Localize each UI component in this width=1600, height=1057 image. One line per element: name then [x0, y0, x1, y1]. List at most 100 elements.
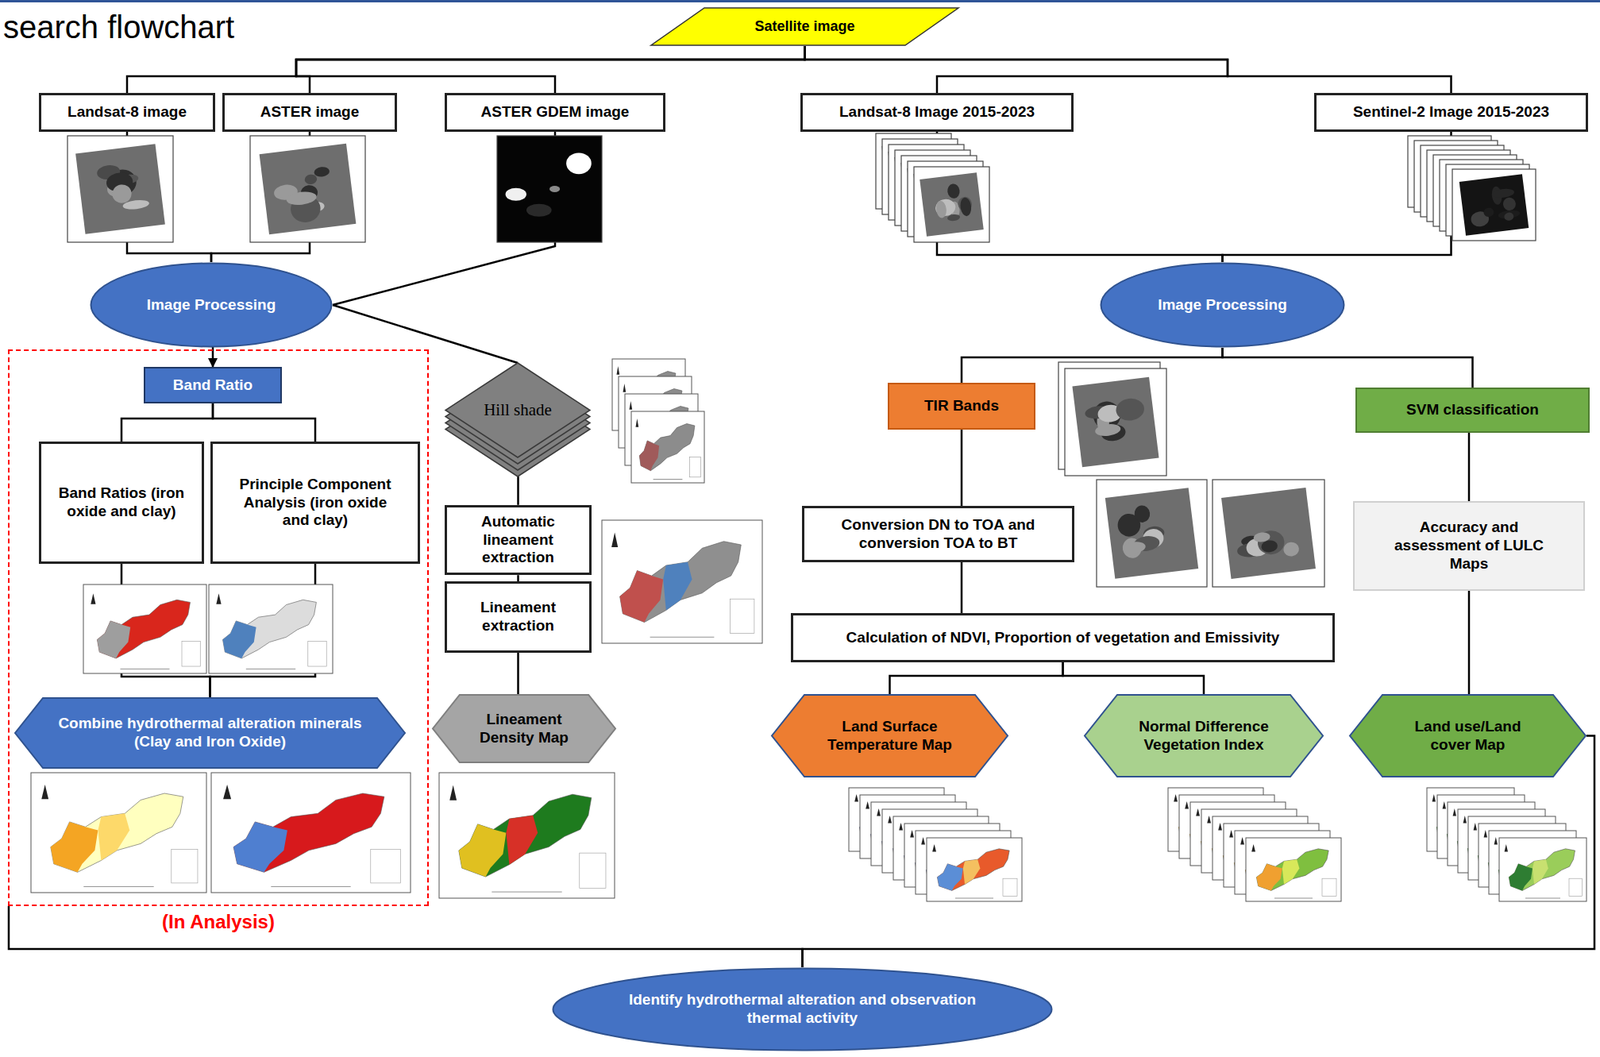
map-region [639, 424, 695, 471]
node-label: Combine hydrothermal alteration minerals… [52, 714, 368, 752]
image-frame [67, 135, 174, 243]
map-zone [1532, 859, 1549, 884]
top-rule [0, 0, 1600, 3]
satellite-scene [1459, 173, 1530, 236]
map-grid-tick [955, 898, 994, 899]
node-label: Conversion DN to TOA and conversion TOA … [810, 516, 1066, 553]
map-grid-tick [270, 886, 351, 887]
scene-patch [304, 173, 318, 186]
north-arrow [90, 593, 96, 604]
map-legend-box [1569, 878, 1583, 896]
north-arrow [1240, 836, 1245, 845]
process-box: Principle Component Analysis (iron oxide… [210, 441, 421, 564]
satellite-scene [1221, 487, 1316, 579]
node-label: Normal Difference Vegetation Index [1120, 717, 1288, 755]
scene-patch [959, 196, 972, 217]
scene-patch [313, 165, 331, 178]
map-zone [233, 821, 288, 872]
map-zone [936, 863, 963, 891]
scene-patch [1094, 422, 1122, 437]
satellite-scene [259, 143, 357, 236]
map-grid-tick [491, 891, 562, 893]
layer-stack: Hill shade [443, 361, 592, 477]
north-arrow [41, 784, 49, 799]
map-zone [97, 813, 130, 860]
north-arrow [909, 829, 914, 838]
node-label: Lineament Density Map [465, 710, 583, 748]
map-legend-box [370, 849, 401, 883]
north-arrow [1184, 801, 1189, 810]
map-region [1256, 848, 1329, 891]
node-label: Accuracy and assessment of LULC Maps [1376, 518, 1562, 573]
region-label: (In Analysis) [9, 910, 428, 934]
process-ellipse: Identify hydrothermal alteration and obs… [551, 967, 1053, 1052]
output-hexagon: Normal Difference Vegetation Index [1083, 693, 1324, 778]
connector [890, 662, 1064, 694]
process-box: Band Ratio [143, 366, 282, 404]
north-arrow [1206, 815, 1211, 824]
map-legend-box [730, 598, 755, 633]
connector [121, 403, 213, 442]
ellipse-shape [553, 968, 1053, 1051]
scene-ground [1221, 487, 1316, 579]
north-arrow [616, 366, 621, 375]
process-box: ASTER image [222, 92, 398, 132]
scene-patch [1483, 207, 1495, 218]
scene-patch [1253, 531, 1271, 543]
connector [1222, 347, 1473, 388]
north-arrow [865, 801, 870, 810]
connector [960, 429, 964, 506]
north-arrow [898, 822, 903, 831]
map-frame [1245, 837, 1342, 902]
map-zone [96, 620, 131, 659]
process-box: Calculation of NDVI, Proportion of veget… [790, 613, 1335, 663]
connector [8, 906, 803, 968]
satellite-scene [1071, 377, 1159, 468]
ellipse-shape [1101, 263, 1345, 347]
node-label: Sentinel-2 Image 2015-2023 [1322, 103, 1580, 122]
map-zone [639, 440, 660, 471]
map-region [1508, 848, 1575, 891]
scene-ground [1459, 173, 1530, 236]
hexagon-shape [1349, 694, 1586, 777]
image-frame [250, 135, 366, 243]
map-zone [223, 620, 257, 659]
node-label: Satellite image [705, 18, 904, 36]
map-zone [1282, 859, 1300, 884]
north-arrow [1484, 829, 1488, 838]
node-label: Identify hydrothermal alteration and obs… [601, 990, 1003, 1028]
connector [516, 574, 520, 582]
image-frame [913, 166, 990, 243]
process-box: Conversion DN to TOA and conversion TOA … [801, 505, 1075, 563]
map-legend-box [579, 852, 606, 888]
dem-highland [526, 204, 552, 217]
north-arrow [1195, 808, 1200, 817]
scene-ground [919, 172, 984, 236]
map-legend-box [1322, 878, 1337, 896]
map-legend-box [171, 849, 198, 883]
north-arrow [629, 400, 633, 410]
map-zone [1508, 863, 1533, 891]
map-frame [631, 411, 705, 483]
hexagon-shape [771, 694, 1008, 777]
map-region [50, 793, 184, 872]
map-grid-tick [246, 668, 296, 670]
map-zone [458, 824, 507, 877]
scene-ground [259, 143, 357, 236]
north-arrow [1251, 844, 1256, 853]
connector [516, 652, 520, 694]
node-label: Band Ratio [151, 376, 274, 395]
process-ellipse: Image Processing [1099, 262, 1346, 348]
node-label: Calculation of NDVI, Proportion of veget… [799, 628, 1327, 648]
process-ellipse: Image Processing [89, 262, 333, 348]
scene-patch [285, 190, 318, 207]
map-legend-box [181, 641, 201, 667]
north-arrow [1442, 801, 1446, 810]
connector [1063, 662, 1205, 694]
output-hexagon: Land Surface Temperature Map [771, 693, 1009, 778]
node-label: Principle Component Analysis (iron oxide… [228, 475, 402, 530]
north-arrow [1218, 822, 1223, 831]
scene-patch [1492, 187, 1516, 199]
map-zone [1256, 863, 1282, 891]
